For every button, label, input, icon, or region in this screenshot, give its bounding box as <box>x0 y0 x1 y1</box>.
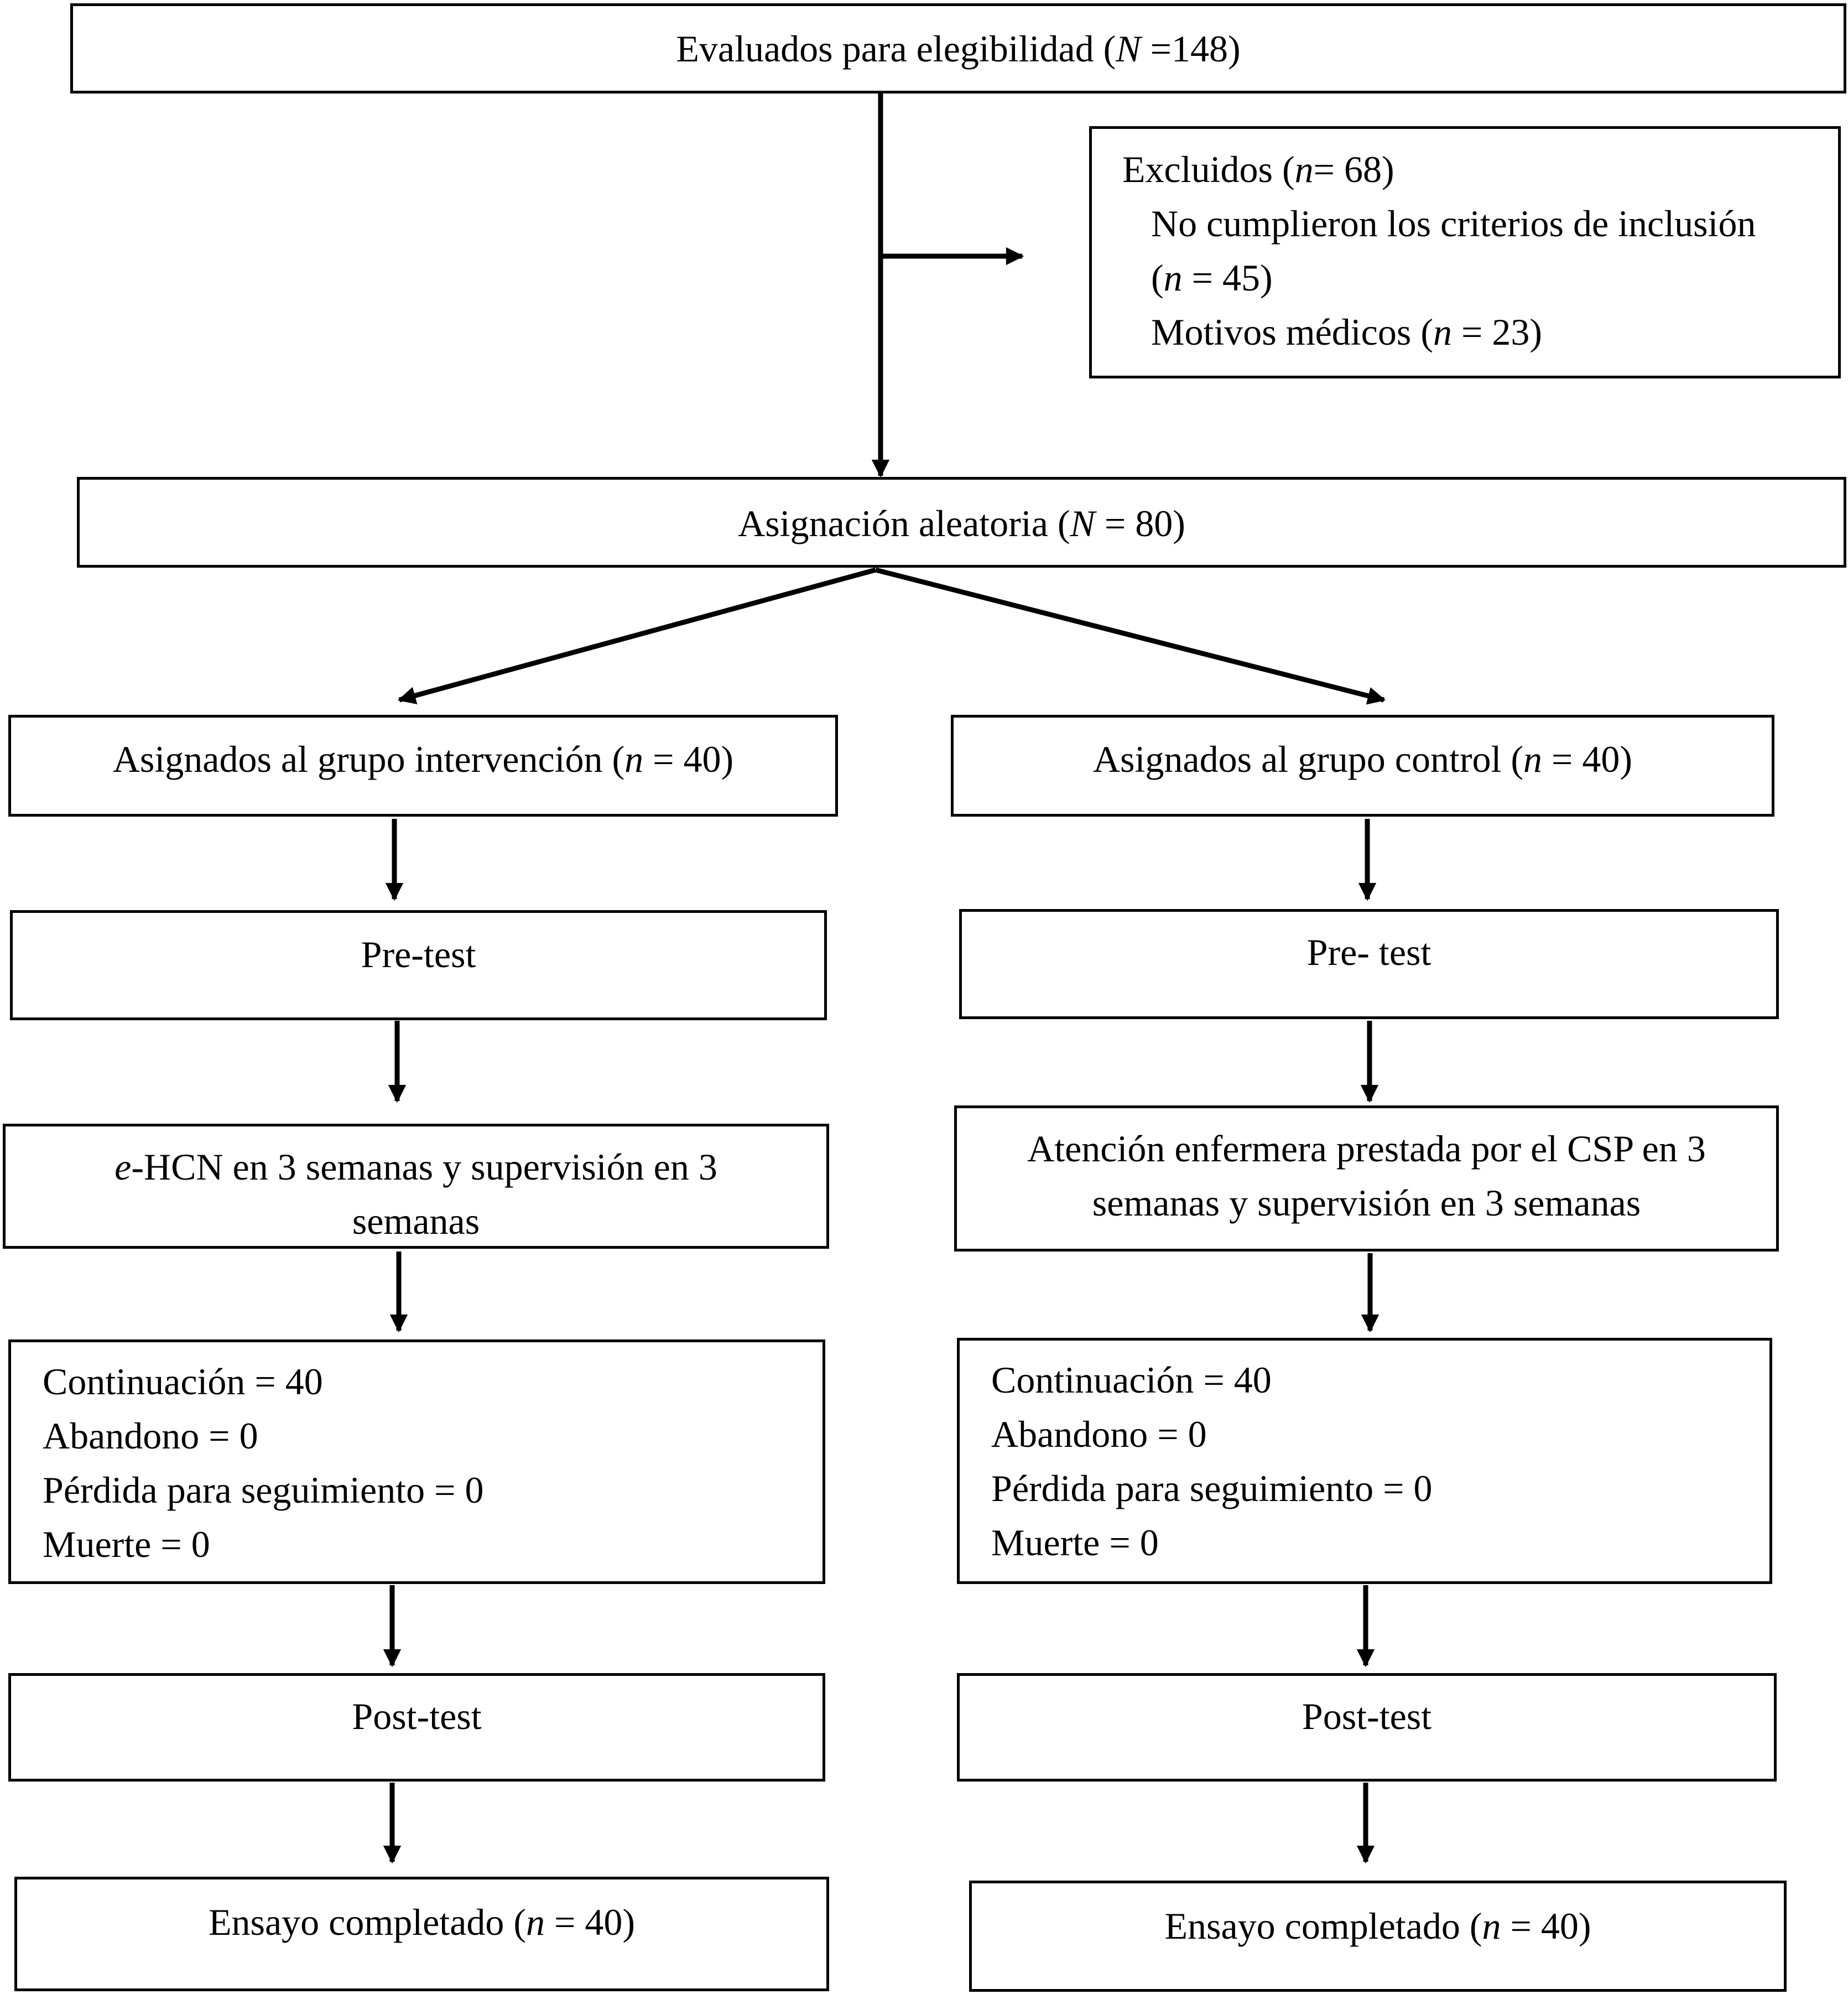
intervention-followup-dropout: Abandono = 0 <box>43 1415 258 1457</box>
intervention-treatment-box: e-HCN en 3 semanas y supervisión en 3 se… <box>3 1124 829 1249</box>
intervention-followup-lost: Pérdida para seguimiento = 0 <box>43 1469 484 1511</box>
intervention-followup-continuation: Continuación = 40 <box>43 1361 323 1403</box>
control-treatment-line2: semanas y supervisión en 3 semanas <box>1092 1182 1641 1224</box>
intervention-completed-box: Ensayo completado (n = 40) <box>14 1877 829 1991</box>
intervention-allocated-text: Asignados al grupo intervención (n = 40) <box>112 738 734 780</box>
intervention-allocated-box: Asignados al grupo intervención (n = 40) <box>8 715 838 817</box>
control-pretest-label: Pre- test <box>1306 931 1431 973</box>
control-allocated-text: Asignados al grupo control (n = 40) <box>1092 738 1633 780</box>
excluded-reason-medical: Motivos médicos (n = 23) <box>1151 311 1542 353</box>
control-allocated-box: Asignados al grupo control (n = 40) <box>951 715 1774 817</box>
control-completed-box: Ensayo completado (n = 40) <box>969 1881 1787 1992</box>
excluded-reason-inclusion: No cumplieron los criterios de inclusión <box>1151 202 1756 245</box>
excluded-reason-inclusion-count: (n = 45) <box>1151 257 1273 299</box>
control-followup-death: Muerte = 0 <box>991 1522 1159 1564</box>
intervention-completed-text: Ensayo completado (n = 40) <box>208 1901 636 1943</box>
intervention-pretest-label: Pre-test <box>361 933 476 975</box>
arrow-to-control <box>874 567 1386 705</box>
intervention-pretest-box: Pre-test <box>10 910 827 1020</box>
control-posttest-box: Post-test <box>957 1673 1777 1782</box>
control-followup-box: Continuación = 40 Abandono = 0 Pérdida p… <box>957 1338 1772 1584</box>
randomization-box: Asignación aleatoria (N = 80) <box>77 477 1846 568</box>
control-treatment-line1: Atención enfermera prestada por el CSP e… <box>1027 1128 1706 1170</box>
control-followup-lost: Pérdida para seguimiento = 0 <box>991 1467 1433 1509</box>
control-followup-continuation: Continuación = 40 <box>991 1359 1272 1401</box>
control-posttest-label: Post-test <box>1302 1695 1432 1737</box>
control-pretest-box: Pre- test <box>959 909 1779 1019</box>
arrow-to-intervention <box>397 567 877 704</box>
intervention-posttest-box: Post-test <box>8 1673 825 1782</box>
excluded-title: Excluidos (n= 68) <box>1122 148 1394 190</box>
control-treatment-box: Atención enfermera prestada por el CSP e… <box>954 1105 1779 1252</box>
screening-box: Evaluados para elegibilidad (N =148) <box>70 3 1846 94</box>
control-followup-dropout: Abandono = 0 <box>991 1413 1207 1455</box>
control-completed-text: Ensayo completado (n = 40) <box>1164 1905 1591 1947</box>
excluded-box: Excluidos (n= 68) No cumplieron los crit… <box>1089 126 1841 378</box>
intervention-posttest-label: Post-test <box>352 1695 482 1737</box>
randomization-text: Asignación aleatoria (N = 80) <box>738 502 1185 544</box>
intervention-followup-box: Continuación = 40 Abandono = 0 Pérdida p… <box>8 1339 825 1584</box>
intervention-followup-death: Muerte = 0 <box>43 1523 210 1565</box>
intervention-treatment-line1: e-HCN en 3 semanas y supervisión en 3 <box>114 1146 717 1188</box>
intervention-treatment-line2: semanas <box>352 1200 480 1242</box>
screening-text: Evaluados para elegibilidad (N =148) <box>676 28 1241 70</box>
